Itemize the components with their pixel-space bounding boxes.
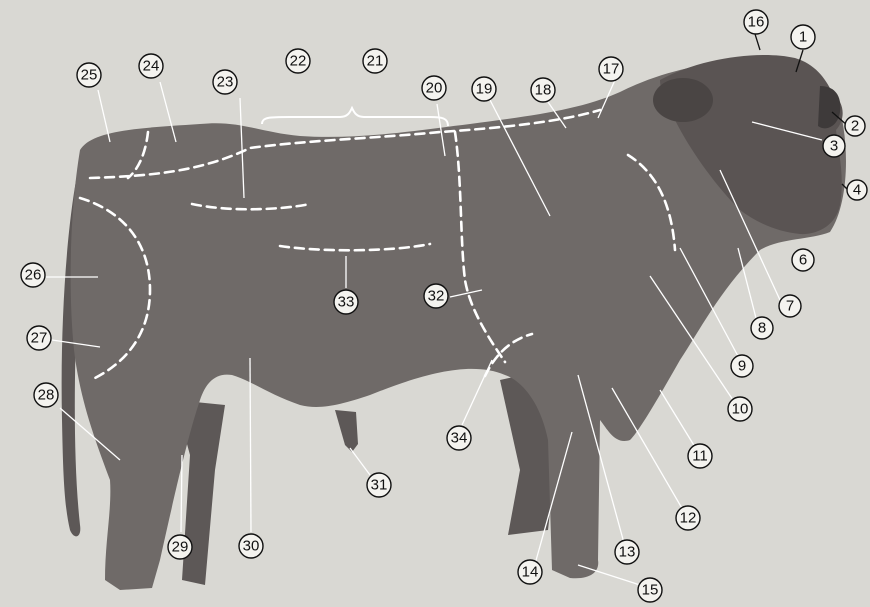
svg-text:21: 21 (367, 53, 384, 70)
callout-16: 16 (744, 10, 768, 34)
callout-13: 13 (615, 540, 639, 564)
svg-text:16: 16 (748, 14, 765, 31)
callout-24: 24 (139, 54, 163, 78)
callout-31: 31 (367, 473, 391, 497)
callout-26: 26 (21, 263, 45, 287)
svg-text:14: 14 (522, 564, 539, 581)
callout-28: 28 (34, 383, 58, 407)
callout-15: 15 (638, 578, 662, 602)
svg-text:30: 30 (243, 538, 260, 555)
svg-text:28: 28 (38, 387, 55, 404)
callout-1: 1 (791, 25, 815, 49)
callout-14: 14 (518, 560, 542, 584)
callout-23: 23 (213, 70, 237, 94)
callout-10: 10 (728, 397, 752, 421)
callout-18: 18 (531, 78, 555, 102)
svg-text:27: 27 (31, 330, 48, 347)
svg-text:22: 22 (290, 53, 307, 70)
svg-text:2: 2 (851, 118, 859, 135)
callout-30: 30 (239, 534, 263, 558)
svg-text:10: 10 (732, 401, 749, 418)
back-brace (262, 108, 448, 126)
callout-2: 2 (845, 116, 865, 136)
svg-text:12: 12 (680, 510, 697, 527)
svg-text:1: 1 (799, 29, 807, 46)
svg-text:18: 18 (535, 82, 552, 99)
svg-text:4: 4 (853, 182, 861, 199)
svg-text:11: 11 (692, 448, 708, 465)
bull-silhouette (62, 55, 846, 590)
callout-33: 33 (334, 290, 358, 314)
svg-text:6: 6 (799, 252, 807, 269)
callout-7: 7 (779, 295, 801, 317)
svg-text:8: 8 (758, 320, 766, 337)
callout-4: 4 (847, 180, 867, 200)
svg-text:34: 34 (451, 430, 468, 447)
svg-text:20: 20 (426, 80, 443, 97)
svg-text:23: 23 (217, 74, 234, 91)
svg-text:26: 26 (25, 267, 42, 284)
callout-27: 27 (27, 326, 51, 350)
svg-text:9: 9 (738, 358, 746, 375)
svg-text:31: 31 (371, 477, 388, 494)
svg-text:3: 3 (830, 138, 838, 155)
ear (653, 78, 713, 122)
callout-6: 6 (792, 249, 814, 271)
callout-9: 9 (731, 355, 753, 377)
svg-text:17: 17 (603, 61, 620, 78)
callout-17: 17 (599, 57, 623, 81)
sheath (335, 410, 358, 452)
callout-21: 21 (363, 49, 387, 73)
callout-20: 20 (422, 76, 446, 100)
callout-3: 3 (823, 135, 845, 157)
callout-8: 8 (751, 317, 773, 339)
callout-29: 29 (168, 535, 192, 559)
svg-text:7: 7 (786, 298, 794, 315)
svg-text:32: 32 (428, 288, 445, 305)
callout-19: 19 (472, 77, 496, 101)
svg-text:24: 24 (143, 58, 160, 75)
callout-25: 25 (77, 63, 101, 87)
callout-22: 22 (286, 49, 310, 73)
svg-text:19: 19 (476, 81, 493, 98)
callout-32: 32 (424, 284, 448, 308)
callout-34: 34 (447, 426, 471, 450)
callout-12: 12 (676, 506, 700, 530)
svg-text:29: 29 (172, 539, 189, 556)
svg-text:15: 15 (642, 582, 659, 599)
svg-text:33: 33 (338, 294, 355, 311)
svg-text:13: 13 (619, 544, 636, 561)
callout-11: 11 (688, 444, 712, 468)
svg-text:25: 25 (81, 67, 98, 84)
